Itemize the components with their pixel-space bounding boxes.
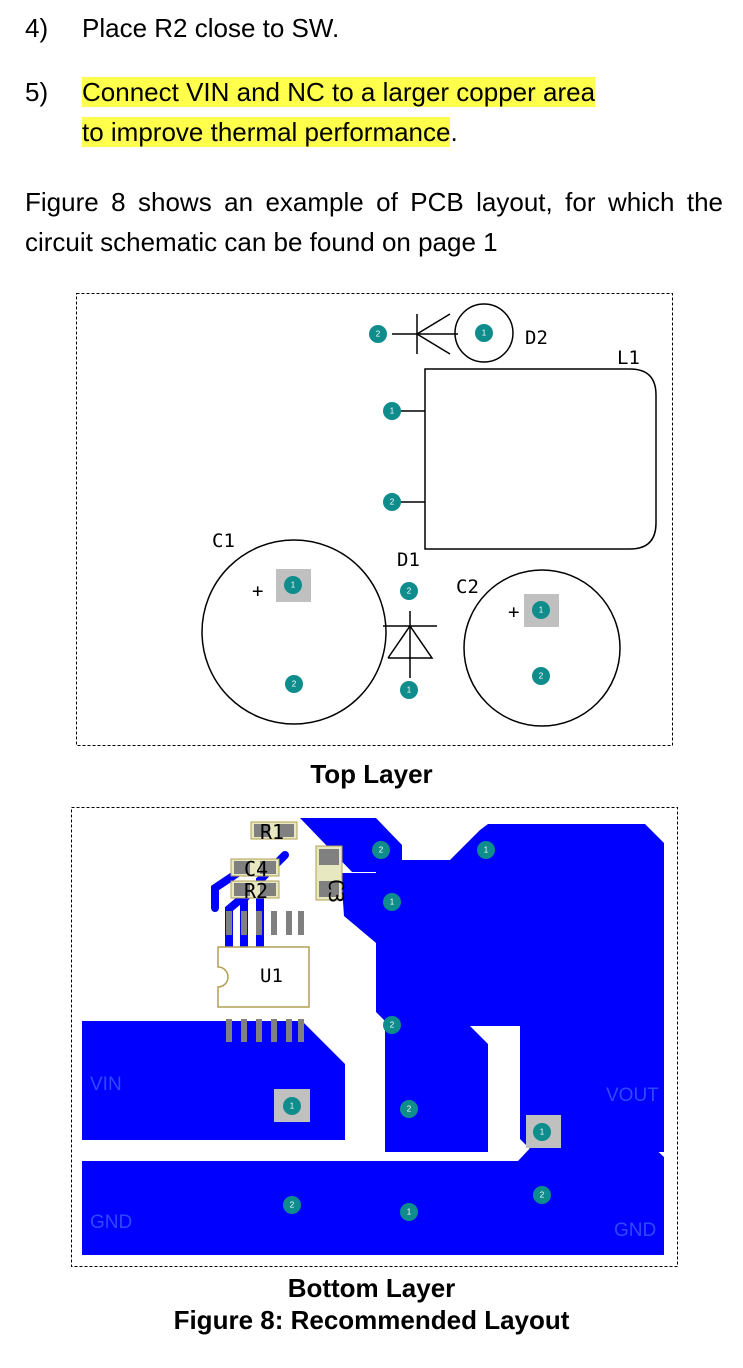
pad-number: 1 [390,407,395,416]
designator-u1: U1 [260,965,283,987]
bottom-layer-caption: Bottom Layer [287,1273,456,1303]
pad [400,1203,418,1221]
pad [369,325,387,343]
pad [475,324,493,342]
pad [283,1196,301,1214]
resistor-r1: R1 [250,820,298,844]
designator-c4: C4 [244,857,268,881]
pad-number: 1 [290,1102,295,1111]
copper-vout-left [376,860,492,1026]
net-label-gnd: GND [614,1220,656,1241]
pad [400,1100,418,1118]
pad [383,402,401,420]
resistor-r2: R2 [230,879,280,903]
step-text-highlighted: Connect VIN and NC to a larger copper ar… [82,77,596,107]
pad-number: 2 [379,846,384,855]
net-label-vout: VOUT [606,1085,659,1106]
pad-number: 2 [407,1105,412,1114]
step-5: 5) Connect VIN and NC to a larger copper … [25,72,596,112]
capacitor-c2: C2 + [456,569,621,727]
pad [283,1097,301,1115]
body-paragraph: Figure 8 shows an example of PCB layout,… [25,187,723,257]
designator-l1: L1 [617,347,640,369]
designator-r1: R1 [260,820,284,844]
bottom-layer-border [71,807,678,1267]
diode-d1: D1 [383,549,437,678]
pad-number: 1 [539,606,544,615]
step-number: 5) [25,77,49,107]
pad-number: 2 [539,672,544,681]
designator-d1: D1 [397,549,420,571]
pad [477,841,495,859]
pad [285,675,303,693]
pad-number: 1 [390,898,395,907]
pad-number: 1 [407,686,412,695]
pad-number: 1 [482,329,487,338]
pad [284,576,302,594]
capacitor-c3: C3 [315,845,348,903]
pad [383,1016,401,1034]
pad-number: 2 [390,498,395,507]
pad-number: 1 [291,581,296,590]
copper-gnd [82,1145,664,1255]
pad [383,893,401,911]
designator-r2: R2 [244,879,268,903]
ic-u1: U1 [217,911,310,1042]
step-text-highlighted: to improve thermal performance [82,117,451,147]
pad-number: 2 [292,680,297,689]
pad-number: 2 [390,1021,395,1030]
polarity-plus: + [508,601,519,623]
pad [372,841,390,859]
step-5-continued: to improve thermal performance. [82,112,458,152]
pad [533,1186,551,1204]
pad-number: 1 [484,846,489,855]
step-text: Place R2 close to SW. [82,13,340,43]
pad-number: 2 [376,330,381,339]
pad [400,582,418,600]
step-4: 4) Place R2 close to SW. [25,8,339,48]
step-text-tail: . [450,117,458,147]
designator-c2: C2 [456,576,479,598]
capacitor-c1: C1 + [201,530,387,725]
step-number: 4) [25,13,49,43]
pad-number: 2 [540,1191,545,1200]
pad [533,1123,551,1141]
pad-number: 2 [407,587,412,596]
polarity-plus: + [252,580,263,602]
pad-number: 1 [407,1208,412,1217]
net-label-vin: VIN [90,1074,122,1095]
pad [532,601,550,619]
top-layer-border [76,293,673,746]
pad [383,493,401,511]
inductor-l1: L1 [400,347,657,550]
copper-pours [82,818,664,1255]
designator-c3: C3 [324,879,348,903]
diode-d2: D2 [392,303,548,363]
net-label-gnd: GND [90,1212,132,1233]
designator-c1: C1 [212,530,235,552]
designator-d2: D2 [525,327,548,349]
top-layer-caption: Top Layer [310,759,433,789]
capacitor-c4: C4 [230,857,280,881]
pad-number: 2 [290,1201,295,1210]
pad [400,681,418,699]
pad-number: 1 [540,1128,545,1137]
figure-caption: Figure 8: Recommended Layout [173,1305,570,1335]
pad [532,667,550,685]
